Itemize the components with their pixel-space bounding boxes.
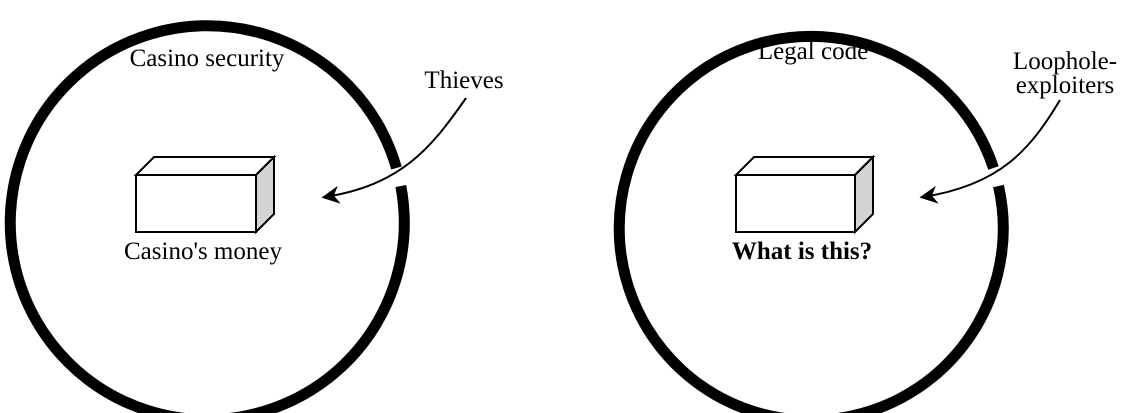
box-label: Casino's money <box>124 238 282 265</box>
circle-label: Legal code <box>758 38 868 65</box>
money-box <box>133 154 277 235</box>
unknown-box <box>733 154 876 235</box>
exploiters-arrow <box>919 99 1061 204</box>
panel-casino: Casino security Thieves Casino's money <box>4 20 504 413</box>
attacker-label-line-2: exploiters <box>1016 72 1115 99</box>
legal-circle <box>613 30 1009 413</box>
attacker-label-line-1: Loophole- <box>1013 48 1117 75</box>
circle-label: Casino security <box>130 45 285 72</box>
security-circle <box>4 20 410 413</box>
box-label-question: What is this? <box>732 238 872 265</box>
attacker-label: Thieves <box>424 67 503 94</box>
panel-legal: Legal code Loophole- exploiters What is … <box>613 30 1117 413</box>
thieves-arrow <box>321 97 467 204</box>
